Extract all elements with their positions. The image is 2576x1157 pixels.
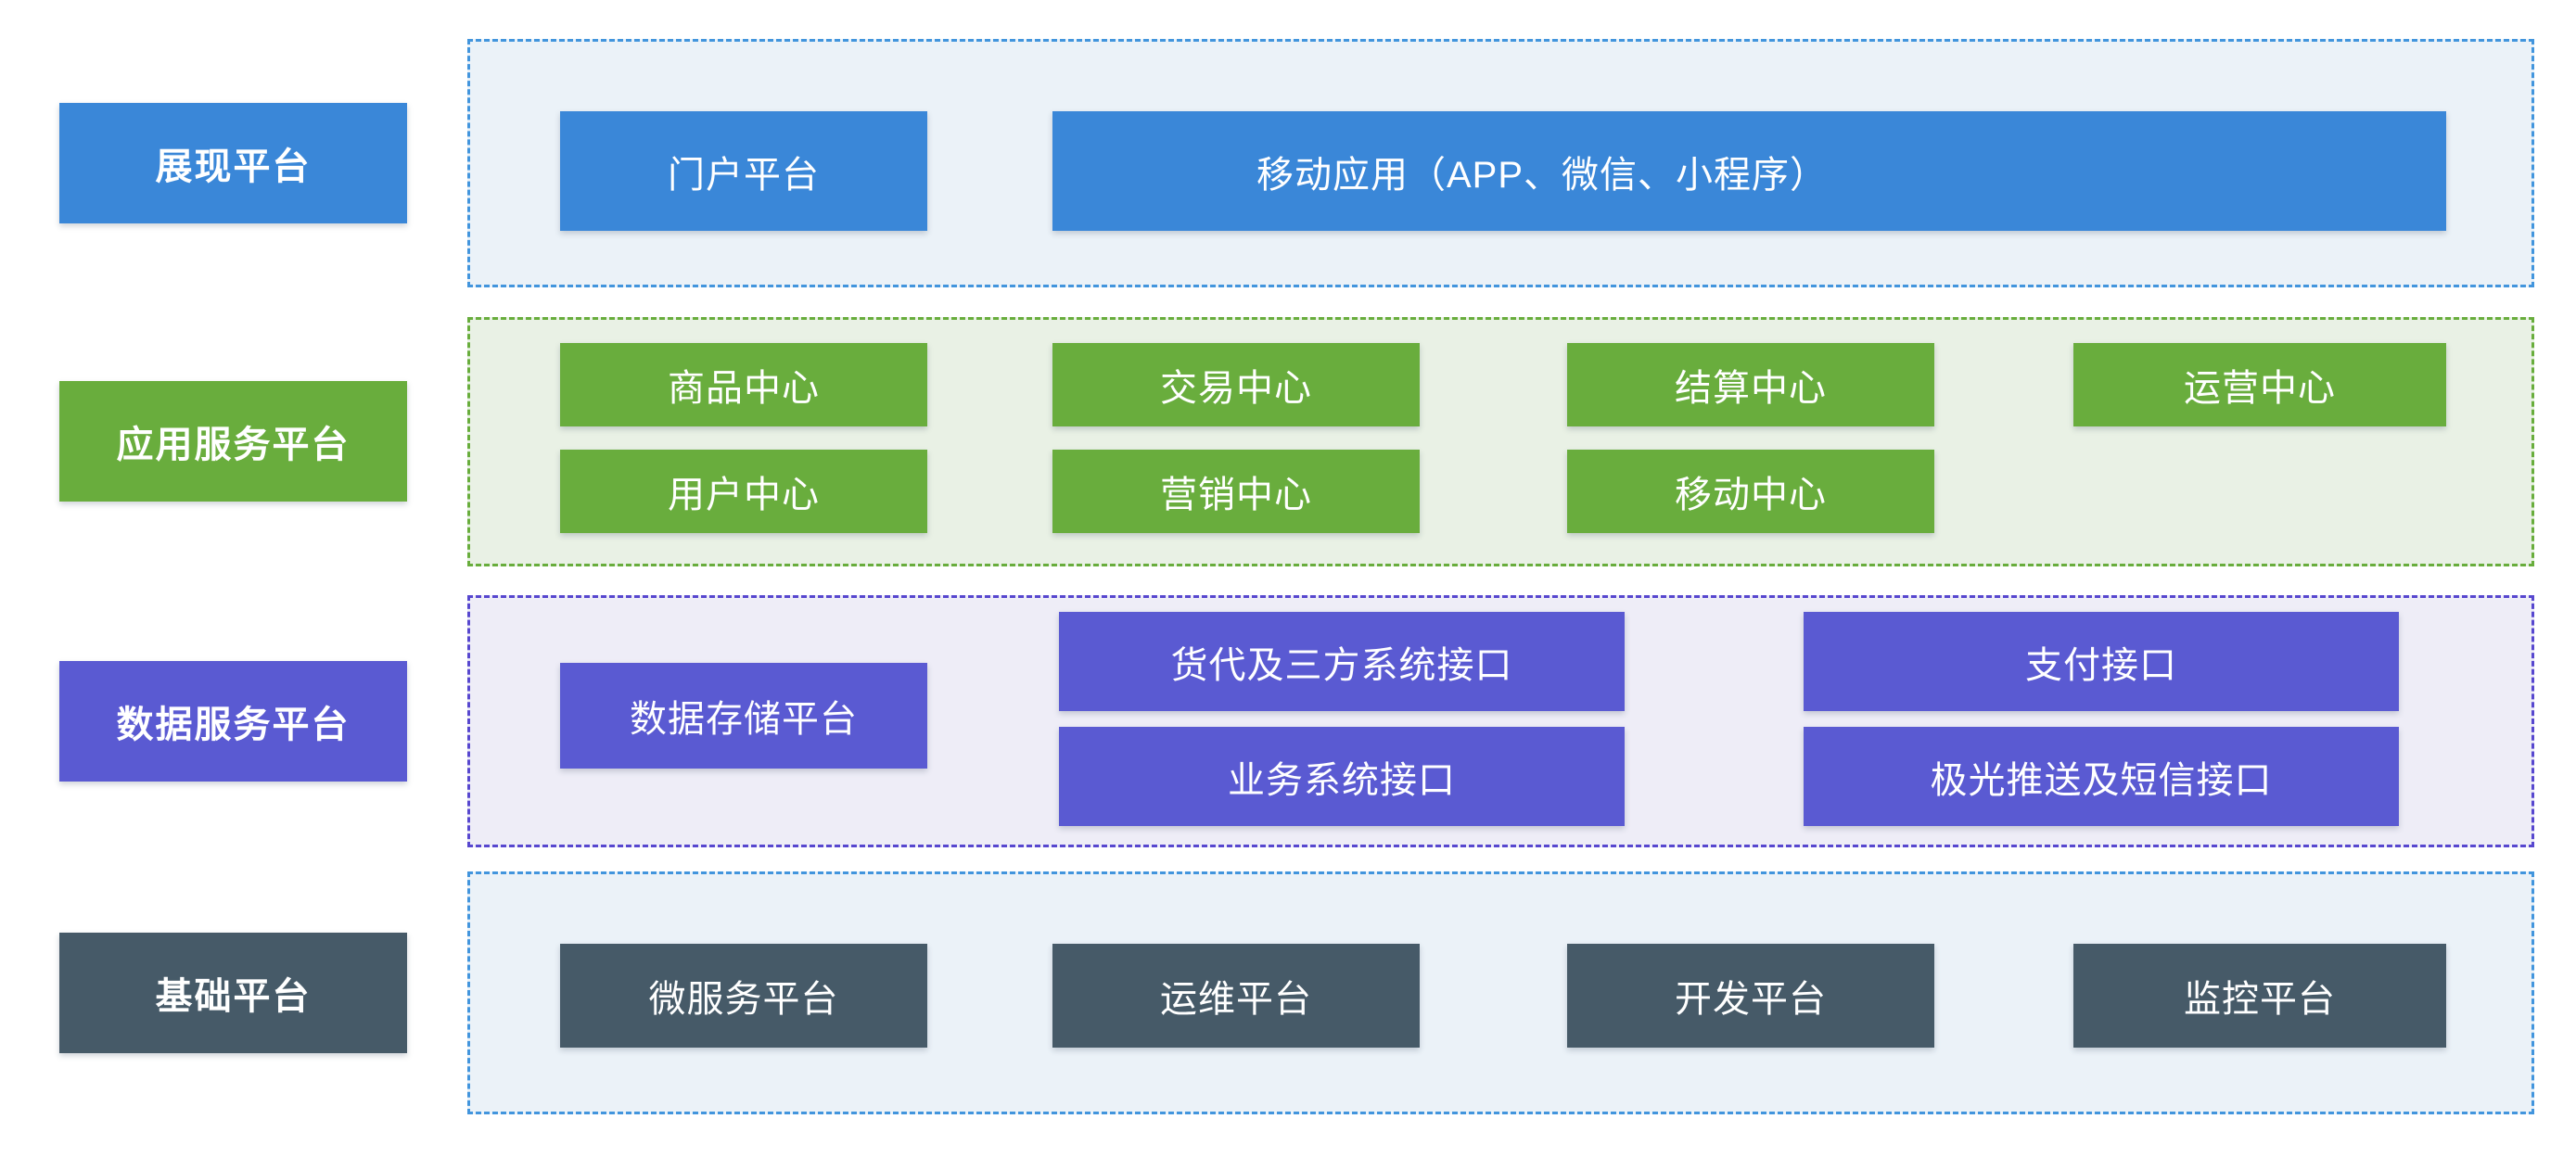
platform-box-payment-api: 支付接口 <box>1804 612 2399 711</box>
layer-container-base-platform: 微服务平台 运维平台 开发平台 监控平台 <box>467 871 2534 1114</box>
platform-box-forwarder-3rd-party-api: 货代及三方系统接口 <box>1059 612 1625 711</box>
platform-box-ops-platform: 运维平台 <box>1052 944 1420 1048</box>
layer-container-data-services: 数据存储平台 货代及三方系统接口 业务系统接口 支付接口 极光推送及短信接口 <box>467 595 2534 847</box>
platform-box-monitor-platform: 监控平台 <box>2073 944 2446 1048</box>
layer-label-application-services: 应用服务平台 <box>59 381 407 502</box>
platform-box-operation-center: 运营中心 <box>2073 343 2446 426</box>
layer-label-presentation: 展现平台 <box>59 103 407 223</box>
platform-box-business-system-api: 业务系统接口 <box>1059 727 1625 826</box>
platform-box-product-center: 商品中心 <box>560 343 927 426</box>
layer-label-data-services: 数据服务平台 <box>59 661 407 782</box>
layer-label-base-platform: 基础平台 <box>59 933 407 1053</box>
platform-box-mobile-apps: 移动应用（APP、微信、小程序） <box>1052 111 2446 231</box>
platform-box-jpush-sms-api: 极光推送及短信接口 <box>1804 727 2399 826</box>
platform-box-mobile-center: 移动中心 <box>1567 450 1934 533</box>
layer-container-application-services: 商品中心 交易中心 结算中心 运营中心 用户中心 营销中心 移动中心 <box>467 317 2534 566</box>
platform-box-settlement-center: 结算中心 <box>1567 343 1934 426</box>
platform-box-microservice-platform: 微服务平台 <box>560 944 927 1048</box>
platform-box-user-center: 用户中心 <box>560 450 927 533</box>
platform-box-marketing-center: 营销中心 <box>1052 450 1420 533</box>
platform-box-trade-center: 交易中心 <box>1052 343 1420 426</box>
platform-box-dev-platform: 开发平台 <box>1567 944 1934 1048</box>
platform-box-portal: 门户平台 <box>560 111 927 231</box>
layer-container-presentation: 门户平台 移动应用（APP、微信、小程序） <box>467 39 2534 287</box>
platform-box-data-storage: 数据存储平台 <box>560 663 927 769</box>
